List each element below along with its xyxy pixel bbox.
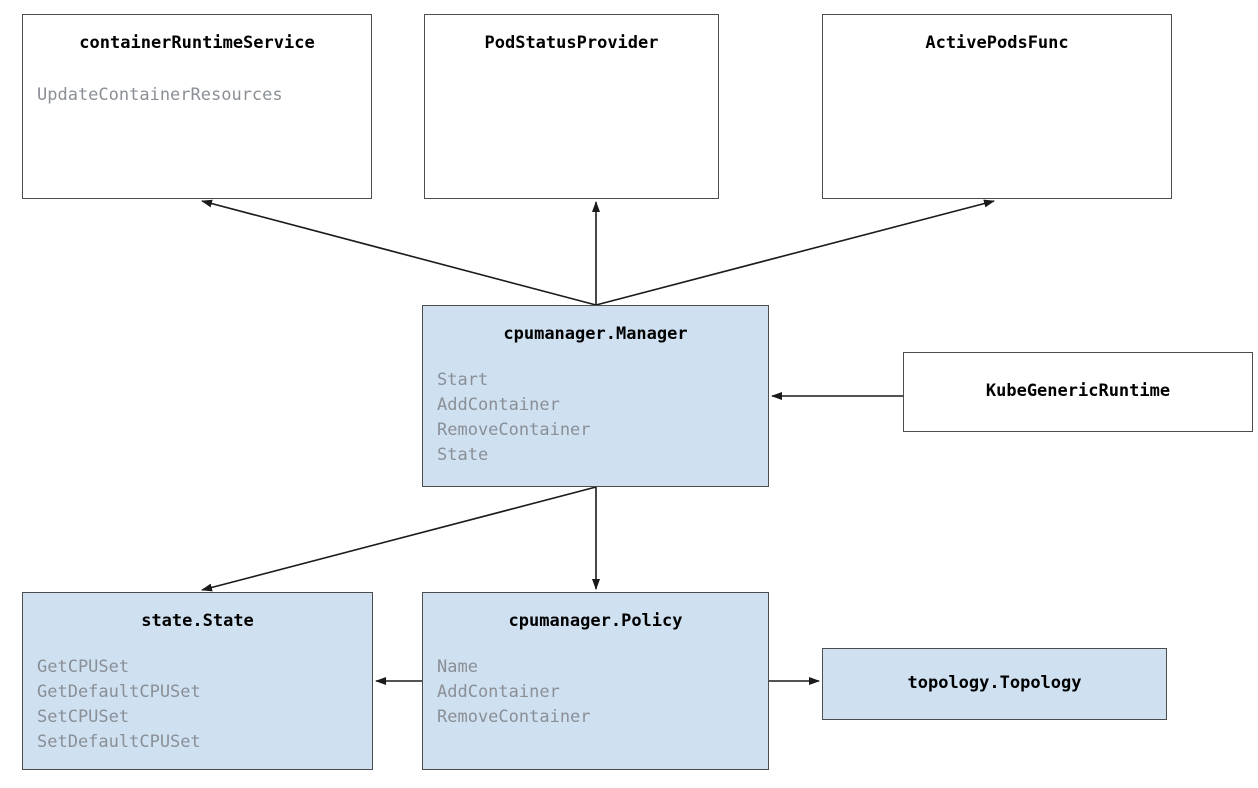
node-members: UpdateContainerResources [37,83,283,108]
node-title: containerRuntimeService [79,33,315,53]
node-state-state[interactable]: state.State GetCPUSet GetDefaultCPUSet S… [22,592,373,770]
node-member: GetCPUSet [37,657,130,677]
node-title: state.State [141,611,254,631]
node-members: Name AddContainer RemoveContainer [437,655,591,730]
edge-manager-to-containerruntimeservice [201,199,597,306]
node-pod-status-provider[interactable]: PodStatusProvider [424,14,719,199]
node-container-runtime-service[interactable]: containerRuntimeService UpdateContainerR… [22,14,372,199]
node-member: RemoveContainer [437,707,591,727]
node-member: SetDefaultCPUSet [37,732,201,752]
node-kube-generic-runtime[interactable]: KubeGenericRuntime [903,352,1253,432]
edge-manager-to-state-state [201,486,597,592]
node-title: ActivePodsFunc [925,33,1069,53]
node-title: cpumanager.Manager [503,324,688,344]
node-title: KubeGenericRuntime [985,381,1171,401]
node-member: AddContainer [437,395,560,415]
node-title: PodStatusProvider [484,33,659,53]
node-member: RemoveContainer [437,420,591,440]
node-member: State [437,445,489,465]
node-member: Start [437,370,489,390]
node-cpumanager-manager[interactable]: cpumanager.Manager Start AddContainer Re… [422,305,769,487]
node-member: UpdateContainerResources [37,85,283,105]
node-members: Start AddContainer RemoveContainer State [437,368,591,468]
node-member: SetCPUSet [37,707,130,727]
edge-manager-to-activepodsfunc [595,199,995,306]
node-topology-topology[interactable]: topology.Topology [822,648,1167,720]
node-member: AddContainer [437,682,560,702]
node-cpumanager-policy[interactable]: cpumanager.Policy Name AddContainer Remo… [422,592,769,770]
node-active-pods-func[interactable]: ActivePodsFunc [822,14,1172,199]
node-member: Name [437,657,478,677]
node-title: cpumanager.Policy [508,611,683,631]
node-member: GetDefaultCPUSet [37,682,201,702]
node-members: GetCPUSet GetDefaultCPUSet SetCPUSet Set… [37,655,201,755]
node-title: topology.Topology [907,673,1082,693]
